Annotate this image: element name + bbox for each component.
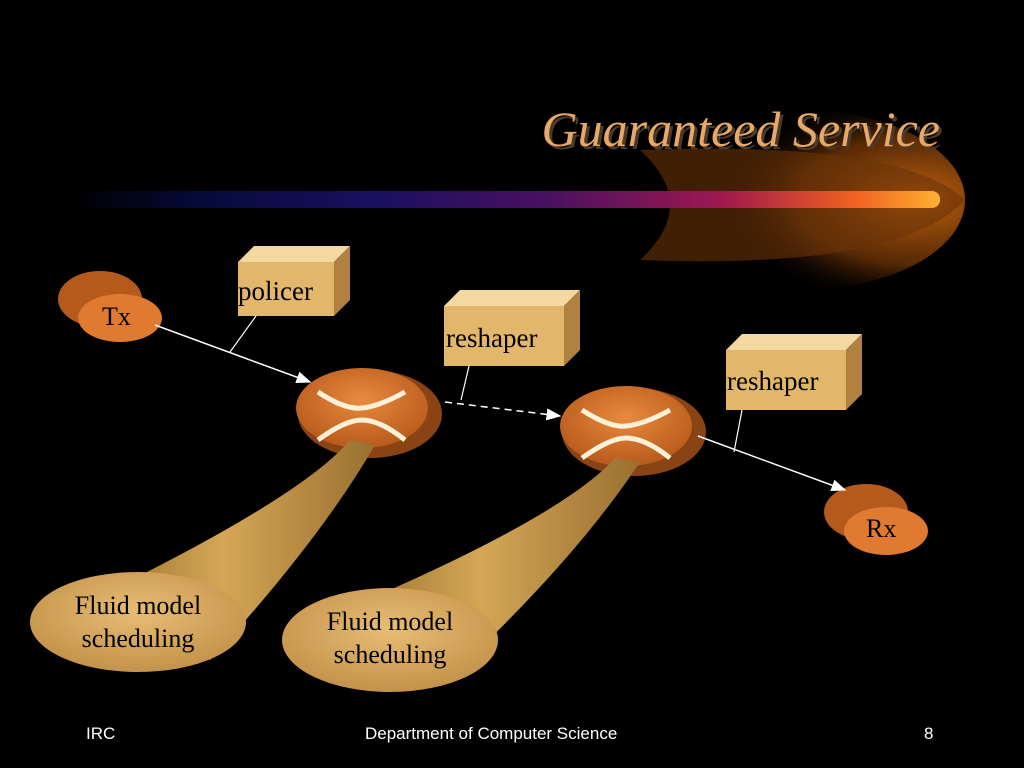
router-1 <box>296 368 442 458</box>
bubble-left-line1: Fluid model <box>74 591 202 620</box>
arrow-tx-router1 <box>154 324 312 383</box>
router-2 <box>560 386 706 476</box>
reshaper-box-1 <box>444 290 580 366</box>
tx-node <box>58 271 162 342</box>
footer-left: IRC <box>86 724 116 743</box>
rx-label: Rx <box>866 514 897 543</box>
arrow-router1-router2 <box>444 401 562 421</box>
policer-box <box>238 246 350 316</box>
bubble-right-line2: scheduling <box>333 639 447 669</box>
bubble-left-line2: scheduling <box>81 623 195 653</box>
decorative-swoosh <box>70 110 965 290</box>
bubble-right-line1: Fluid model <box>326 607 454 636</box>
arrow-router2-rx <box>697 435 847 491</box>
policer-label: policer <box>238 276 313 306</box>
bubble-left <box>30 572 246 672</box>
page-title: Guaranteed Service <box>541 101 940 157</box>
bubble-left-text: Fluid model scheduling <box>40 590 236 655</box>
reshaper2-label: reshaper <box>727 366 819 396</box>
policer-leader <box>229 315 257 353</box>
slide-number: 8 <box>924 724 934 743</box>
reshaper1-label: reshaper <box>446 323 538 353</box>
reshaper1-leader <box>460 365 470 401</box>
tx-label: Tx <box>102 302 131 331</box>
footer-center: Department of Computer Science <box>365 724 618 743</box>
reshaper2-leader <box>733 409 743 453</box>
rx-node <box>824 484 928 555</box>
bubble-right <box>282 588 498 692</box>
reshaper-box-2 <box>726 334 862 410</box>
bubble-right-text: Fluid model scheduling <box>292 606 488 671</box>
